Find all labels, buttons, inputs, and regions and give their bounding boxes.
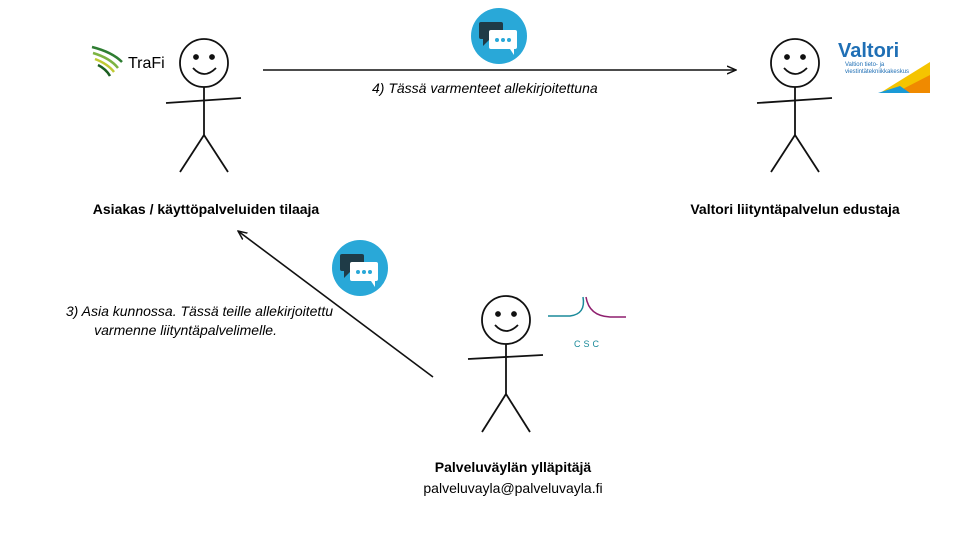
- csc-logo-text: CSC: [574, 339, 603, 349]
- trafi-logo: [91, 45, 123, 77]
- valtori-logo-sub1: Valtion tieto- ja: [845, 62, 885, 68]
- message-step4: 4) Tässä varmenteet allekirjoitettuna: [372, 80, 598, 96]
- maintainer-label: Palveluväylän ylläpitäjä: [434, 459, 592, 475]
- trafi-logo-text: TraFi: [128, 55, 165, 72]
- chat-bubbles-icon: [471, 8, 527, 64]
- message-step3-line1: 3) Asia kunnossa. Tässä teille allekirjo…: [65, 303, 333, 319]
- valtori-logo-swatch: [878, 62, 930, 93]
- valtori-logo-text: Valtori: [838, 40, 900, 62]
- valtori-logo-sub2: viestintätekniikkakeskus: [845, 69, 910, 75]
- maintainer-stick-figure-icon: [467, 295, 544, 433]
- valtori-stick-figure-icon: [756, 38, 833, 173]
- arrow-step3: [238, 231, 434, 378]
- message-step3: 3) Asia kunnossa. Tässä teille allekirjo…: [0, 302, 333, 340]
- csc-logo: [548, 296, 626, 318]
- customer-stick-figure-icon: [165, 38, 242, 173]
- maintainer-email: palveluvayla@palveluvayla.fi: [423, 480, 603, 496]
- message-step3-line2: varmenne liityntäpalvelimelle.: [94, 322, 277, 338]
- customer-label: Asiakas / käyttöpalveluiden tilaaja: [92, 201, 320, 217]
- chat-bubbles-icon: [332, 240, 388, 296]
- valtori-label: Valtori liityntäpalvelun edustaja: [690, 201, 900, 217]
